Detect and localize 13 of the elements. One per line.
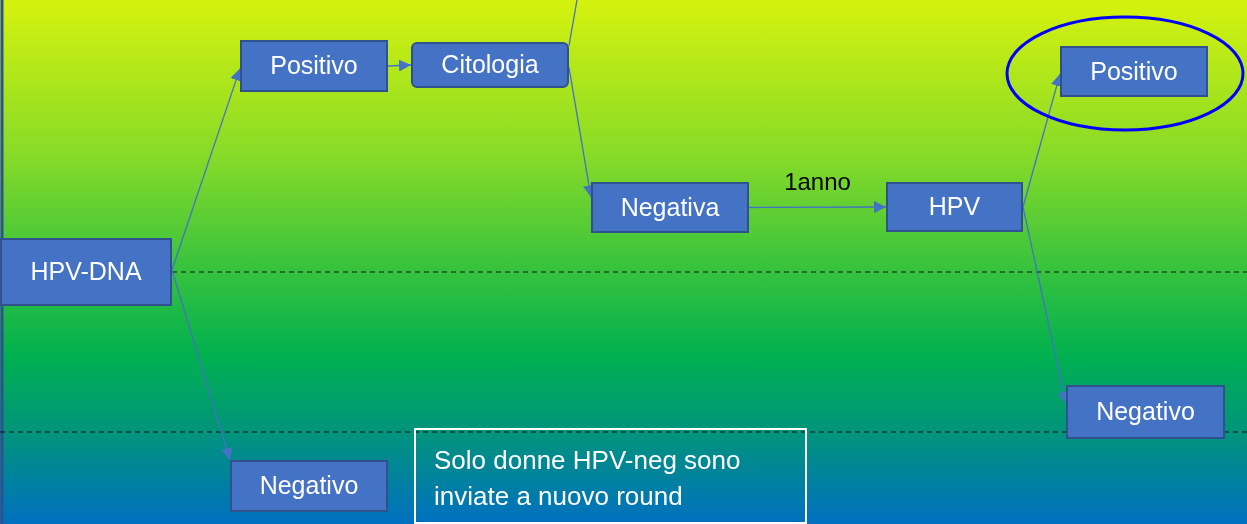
process-box: Positivo [240, 40, 388, 92]
process-box: Negativo [230, 460, 388, 512]
process-box: Negativo [1066, 385, 1225, 439]
process-box: Citologia [411, 42, 569, 88]
arrow [748, 201, 887, 214]
process-box: HPV [886, 182, 1023, 232]
process-box: Negativa [591, 182, 749, 233]
process-box: Positivo [1060, 46, 1208, 97]
highlight-ellipse [1005, 15, 1245, 132]
edge-label: 1anno [784, 170, 851, 195]
process-box: HPV-DNA [0, 238, 172, 306]
arrow [387, 59, 412, 72]
note-box: Solo donne HPV-neg sono inviate a nuovo round [414, 428, 807, 524]
